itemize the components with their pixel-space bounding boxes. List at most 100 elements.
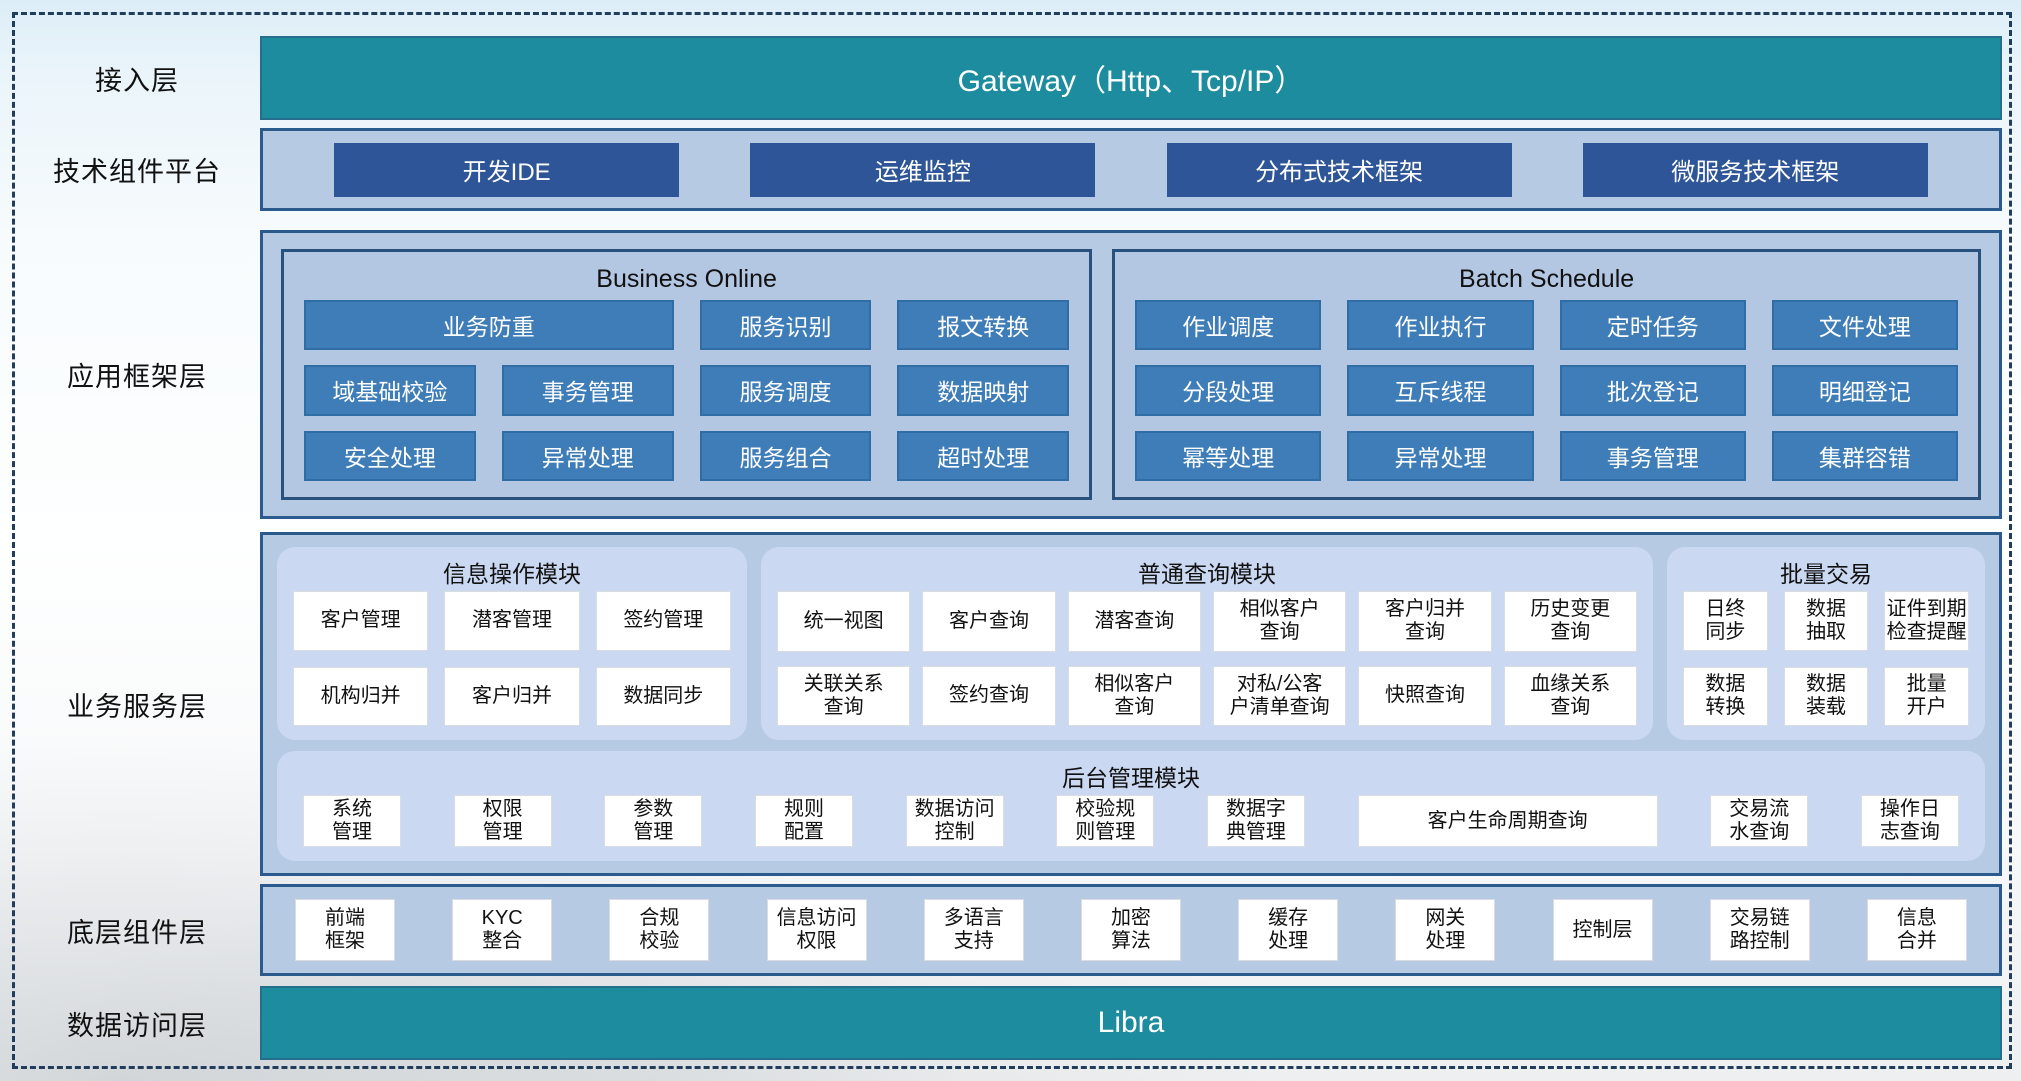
layer-label-tech: 技术组件平台 — [53, 157, 221, 187]
component-cell: KYC 整合 — [452, 899, 553, 961]
layer-label-component: 底层组件层 — [67, 917, 207, 948]
tech-item-microservice-framework: 微服务技术框架 — [1582, 142, 1928, 197]
business-online-cell: 域基础校验 — [304, 365, 476, 416]
tech-item-ops-monitor: 运维监控 — [750, 142, 1096, 197]
batch-trade-cell: 数据 转换 — [1683, 666, 1768, 726]
batch-schedule-cell: 互斥线程 — [1347, 365, 1534, 416]
batch-schedule-cell: 幂等处理 — [1135, 430, 1322, 481]
business-online-cell: 事务管理 — [501, 365, 674, 416]
business-online-box: Business Online 业务防重 服务识别 报文转换 域基础校验 事务管… — [281, 249, 1093, 500]
batch-schedule-box: Batch Schedule 作业调度 作业执行 定时任务 文件处理 分段处理 … — [1112, 249, 1981, 500]
query-module-cell: 对私/公客 户清单查询 — [1212, 665, 1347, 726]
common-query-title: 普通查询模块 — [1138, 561, 1276, 587]
batch-schedule-cell: 定时任务 — [1559, 300, 1746, 351]
tech-platform-row: 技术组件平台 开发IDE 运维监控 分布式技术框架 微服务技术框架 — [14, 128, 2002, 211]
batch-trade-cell: 证件到期 检查提醒 — [1884, 591, 1969, 651]
query-module-cell: 历史变更 查询 — [1503, 591, 1637, 652]
query-module-cell: 潜客查询 — [1067, 591, 1201, 652]
business-online-cell: 服务组合 — [699, 430, 872, 481]
business-online-cell: 业务防重 — [304, 300, 674, 351]
batch-schedule-cell: 明细登记 — [1771, 365, 1958, 416]
business-online-cell: 安全处理 — [304, 430, 476, 481]
tech-item-dev-ide: 开发IDE — [334, 142, 680, 197]
gateway-label: Gateway（Http、Tcp/IP） — [957, 65, 1305, 98]
batch-schedule-cell: 异常处理 — [1347, 430, 1534, 481]
component-cell: 多语言 支持 — [923, 899, 1024, 961]
component-layer-container: 前端 框架 KYC 整合 合规 校验 信息访问 权限 多语言 支持 加密 算法 … — [260, 884, 2002, 976]
batch-schedule-cell: 文件处理 — [1771, 300, 1958, 351]
layer-label-data-access: 数据访问层 — [67, 1010, 207, 1041]
business-online-cell: 服务调度 — [699, 365, 872, 416]
business-online-cell: 数据映射 — [897, 365, 1070, 416]
component-cell: 缓存 处理 — [1238, 899, 1339, 961]
business-service-row: 业务服务层 信息操作模块 客户管理 潜客管理 签约管理 机构归并 客户归并 数据… — [14, 532, 2002, 876]
info-operation-module: 信息操作模块 客户管理 潜客管理 签约管理 机构归并 客户归并 数据同步 — [277, 547, 747, 740]
batch-trade-title: 批量交易 — [1780, 561, 1872, 587]
libra-bar: Libra — [260, 986, 2002, 1060]
batch-trade-cell: 日终 同步 — [1683, 591, 1768, 651]
batch-schedule-cell: 集群容错 — [1771, 430, 1958, 481]
gateway-bar: Gateway（Http、Tcp/IP） — [260, 36, 2002, 120]
tech-item-distributed-framework: 分布式技术框架 — [1166, 142, 1512, 197]
component-cell: 合规 校验 — [609, 899, 710, 961]
component-cell: 信息 合并 — [1866, 899, 1967, 961]
component-cell: 交易链 路控制 — [1709, 899, 1810, 961]
layer-label-app: 应用框架层 — [67, 362, 207, 392]
component-cell: 控制层 — [1552, 899, 1653, 961]
query-module-cell: 客户归并 查询 — [1358, 591, 1492, 652]
component-cell: 信息访问 权限 — [766, 899, 867, 961]
business-online-cell: 报文转换 — [897, 300, 1070, 351]
batch-trade-cell: 数据 抽取 — [1783, 591, 1869, 651]
info-module-cell: 客户归并 — [444, 666, 580, 726]
layer-label-service: 业务服务层 — [67, 691, 207, 722]
batch-schedule-cell: 作业调度 — [1135, 300, 1322, 351]
admin-module-cell: 系统 管理 — [303, 795, 401, 847]
component-cell: 加密 算法 — [1080, 899, 1181, 961]
business-online-cell: 超时处理 — [897, 430, 1070, 481]
app-framework-container: Business Online 业务防重 服务识别 报文转换 域基础校验 事务管… — [260, 230, 2002, 519]
business-online-cell: 服务识别 — [699, 300, 872, 351]
access-layer-row: 接入层 Gateway（Http、Tcp/IP） — [14, 36, 2002, 120]
query-module-cell: 签约查询 — [922, 665, 1056, 726]
layer-label-access: 接入层 — [95, 65, 179, 96]
query-module-cell: 血缘关系 查询 — [1503, 665, 1637, 726]
admin-module-cell: 客户生命周期查询 — [1357, 795, 1658, 847]
libra-label: Libra — [1097, 1006, 1165, 1039]
business-online-title: Business Online — [596, 264, 777, 293]
batch-schedule-cell: 分段处理 — [1135, 365, 1322, 416]
admin-module-cell: 数据访问 控制 — [905, 795, 1004, 847]
admin-module-title: 后台管理模块 — [1062, 765, 1200, 791]
admin-module: 后台管理模块 系统 管理 权限 管理 参数 管理 规则 配置 数据访问 控制 校… — [277, 751, 1985, 861]
info-module-cell: 签约管理 — [595, 591, 731, 651]
component-cell: 网关 处理 — [1395, 899, 1496, 961]
batch-schedule-title: Batch Schedule — [1459, 264, 1635, 293]
query-module-cell: 相似客户 查询 — [1067, 665, 1201, 726]
batch-schedule-cell: 事务管理 — [1559, 430, 1746, 481]
query-module-cell: 关联关系 查询 — [777, 665, 911, 726]
query-module-cell: 快照查询 — [1358, 665, 1492, 726]
batch-trade-module: 批量交易 日终 同步 数据 抽取 证件到期 检查提醒 数据 转换 数据 装载 批… — [1667, 547, 1985, 740]
query-module-cell: 统一视图 — [777, 591, 911, 652]
info-operation-title: 信息操作模块 — [443, 561, 581, 587]
info-module-cell: 机构归并 — [293, 666, 429, 726]
batch-schedule-cell: 批次登记 — [1559, 365, 1746, 416]
business-online-cell: 异常处理 — [501, 430, 674, 481]
admin-module-cell: 权限 管理 — [453, 795, 552, 847]
admin-module-cell: 规则 配置 — [754, 795, 853, 847]
info-module-cell: 客户管理 — [293, 591, 429, 651]
tech-platform-container: 开发IDE 运维监控 分布式技术框架 微服务技术框架 — [260, 128, 2002, 211]
batch-schedule-cell: 作业执行 — [1347, 300, 1534, 351]
info-module-cell: 潜客管理 — [444, 591, 580, 651]
component-cell: 前端 框架 — [295, 899, 395, 961]
batch-trade-cell: 批量 开户 — [1884, 666, 1969, 726]
query-module-cell: 相似客户 查询 — [1212, 591, 1347, 652]
batch-trade-cell: 数据 装载 — [1783, 666, 1869, 726]
admin-module-cell: 交易流 水查询 — [1710, 795, 1809, 847]
info-module-cell: 数据同步 — [595, 666, 731, 726]
component-layer-row: 底层组件层 前端 框架 KYC 整合 合规 校验 信息访问 权限 多语言 支持 … — [14, 884, 2002, 976]
admin-module-cell: 数据字 典管理 — [1206, 795, 1305, 847]
data-access-row: 数据访问层 Libra — [14, 986, 2002, 1060]
business-service-container: 信息操作模块 客户管理 潜客管理 签约管理 机构归并 客户归并 数据同步 普通查… — [260, 532, 2002, 876]
query-module-cell: 客户查询 — [922, 591, 1056, 652]
app-framework-row: 应用框架层 Business Online 业务防重 服务识别 报文转换 域基础… — [14, 230, 2002, 519]
